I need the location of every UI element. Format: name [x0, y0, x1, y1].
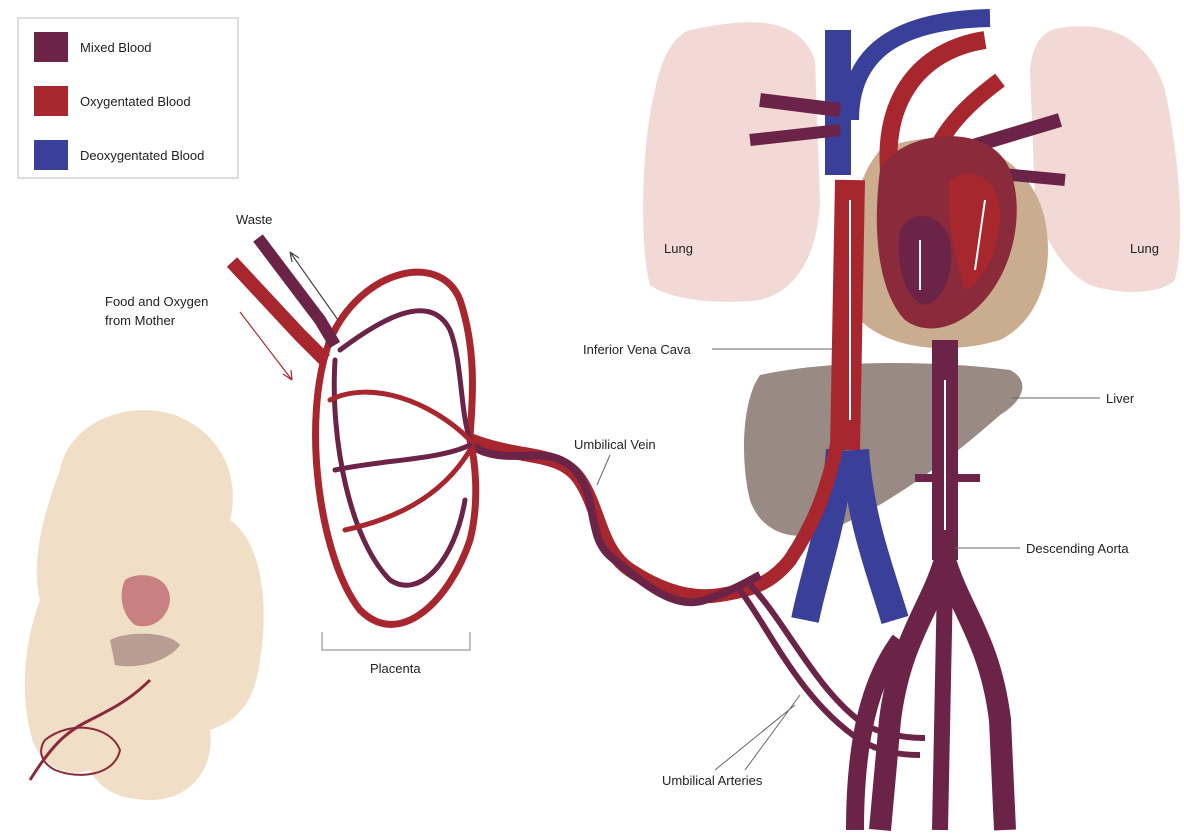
label-umbilical-arteries: Umbilical Arteries — [662, 773, 763, 788]
label-food-oxygen-line2: from Mother — [105, 313, 176, 328]
legend: Mixed Blood Oxygentated Blood Deoxygenta… — [18, 18, 238, 178]
legend-label-mixed: Mixed Blood — [80, 40, 152, 55]
placenta-vessel-6 — [335, 445, 470, 470]
left-lung — [643, 22, 820, 302]
label-placenta: Placenta — [370, 661, 421, 676]
label-liver: Liver — [1106, 391, 1135, 406]
aorta-branch-mid — [940, 580, 945, 830]
label-descending-aorta: Descending Aorta — [1026, 541, 1129, 556]
placenta-vessel-7 — [345, 450, 470, 530]
aorta-branch-right — [945, 560, 1005, 830]
legend-label-oxygenated: Oxygentated Blood — [80, 94, 191, 109]
label-lung-right: Lung — [1130, 241, 1159, 256]
legend-swatch-deoxygenated — [34, 140, 68, 170]
placenta-bracket — [322, 632, 470, 650]
baby-illustration — [25, 410, 264, 800]
pulmonary-branch-left — [760, 100, 840, 110]
liver — [744, 363, 1022, 536]
leader-umbilical-vein — [597, 455, 610, 485]
legend-swatch-mixed — [34, 32, 68, 62]
label-umbilical-vein: Umbilical Vein — [574, 437, 656, 452]
legend-label-deoxygenated: Deoxygentated Blood — [80, 148, 204, 163]
label-inferior-vena-cava: Inferior Vena Cava — [583, 342, 691, 357]
label-waste: Waste — [236, 212, 272, 227]
label-food-oxygen-line1: Food and Oxygen — [105, 294, 208, 309]
placenta-vessel-5 — [330, 392, 470, 440]
label-lung-left: Lung — [664, 241, 693, 256]
placenta-vessel-1 — [330, 272, 473, 440]
leader-umbilical-arteries — [715, 695, 800, 770]
placenta-network — [316, 272, 476, 624]
legend-swatch-oxygenated — [34, 86, 68, 116]
umbilical-cord-twist — [470, 445, 760, 602]
